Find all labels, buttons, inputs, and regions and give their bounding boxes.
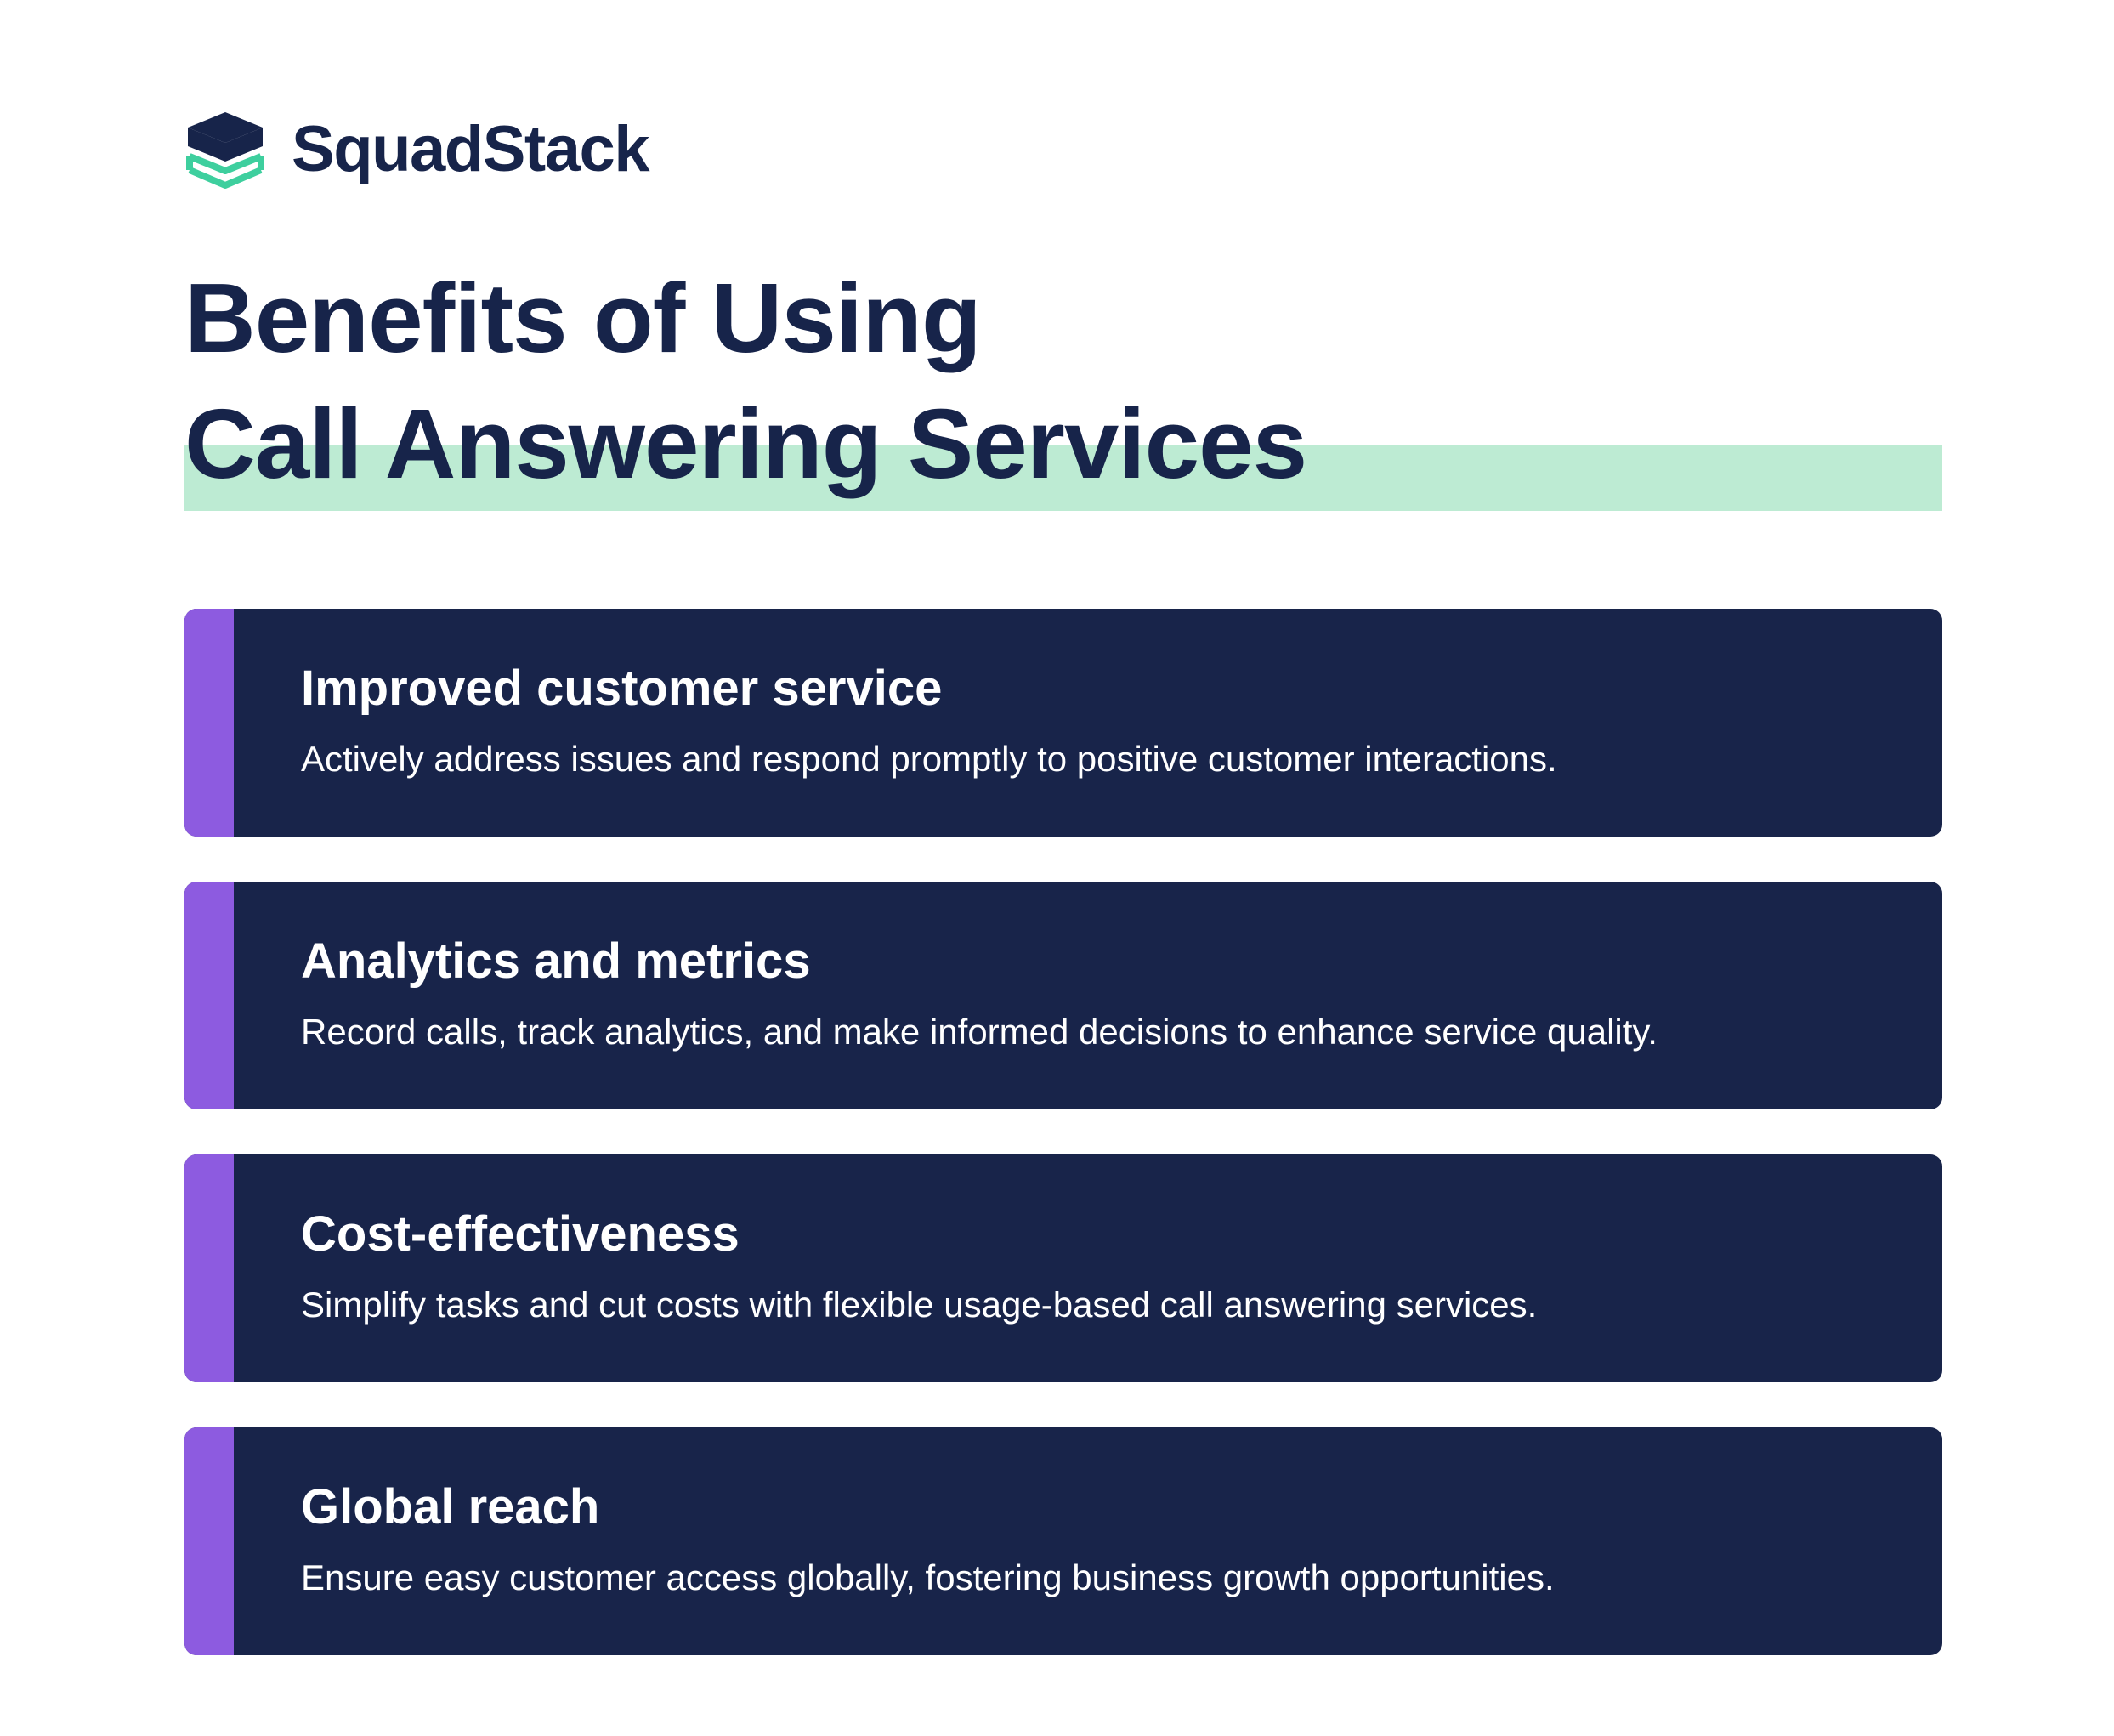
benefit-cards-list: Improved customer service Actively addre… bbox=[184, 609, 1942, 1655]
card-accent-bar bbox=[184, 882, 234, 1109]
card-accent-bar bbox=[184, 1427, 234, 1655]
benefit-card-title: Global reach bbox=[301, 1479, 600, 1535]
brand-name: SquadStack bbox=[292, 113, 650, 185]
benefit-card-title: Analytics and metrics bbox=[301, 933, 811, 989]
page-title-line-1: Benefits of Using bbox=[184, 263, 982, 373]
benefit-card-title: Cost-effectiveness bbox=[301, 1206, 740, 1262]
stack-layers-icon bbox=[186, 112, 264, 189]
benefit-card-description: Simplify tasks and cut costs with flexib… bbox=[301, 1285, 1538, 1325]
benefit-card-description: Ensure easy customer access globally, fo… bbox=[301, 1557, 1555, 1597]
card-accent-bar bbox=[184, 1154, 234, 1382]
benefit-card-description: Record calls, track analytics, and make … bbox=[301, 1012, 1658, 1052]
card-accent-bar bbox=[184, 609, 234, 837]
page-title-line-2: Call Answering Services bbox=[184, 389, 1307, 499]
benefit-card-cost-effectiveness: Cost-effectiveness Simplify tasks and cu… bbox=[184, 1154, 1942, 1382]
benefit-card-title: Improved customer service bbox=[301, 661, 943, 716]
benefit-card-analytics: Analytics and metrics Record calls, trac… bbox=[184, 882, 1942, 1109]
benefit-card-global-reach: Global reach Ensure easy customer access… bbox=[184, 1427, 1942, 1655]
brand-header: SquadStack bbox=[184, 107, 650, 192]
page-heading: Benefits of Using Call Answering Service… bbox=[184, 255, 1942, 511]
benefit-card-description: Actively address issues and respond prom… bbox=[301, 739, 1557, 779]
benefit-card-customer-service: Improved customer service Actively addre… bbox=[184, 609, 1942, 837]
heading-highlight-bar bbox=[184, 445, 1942, 511]
